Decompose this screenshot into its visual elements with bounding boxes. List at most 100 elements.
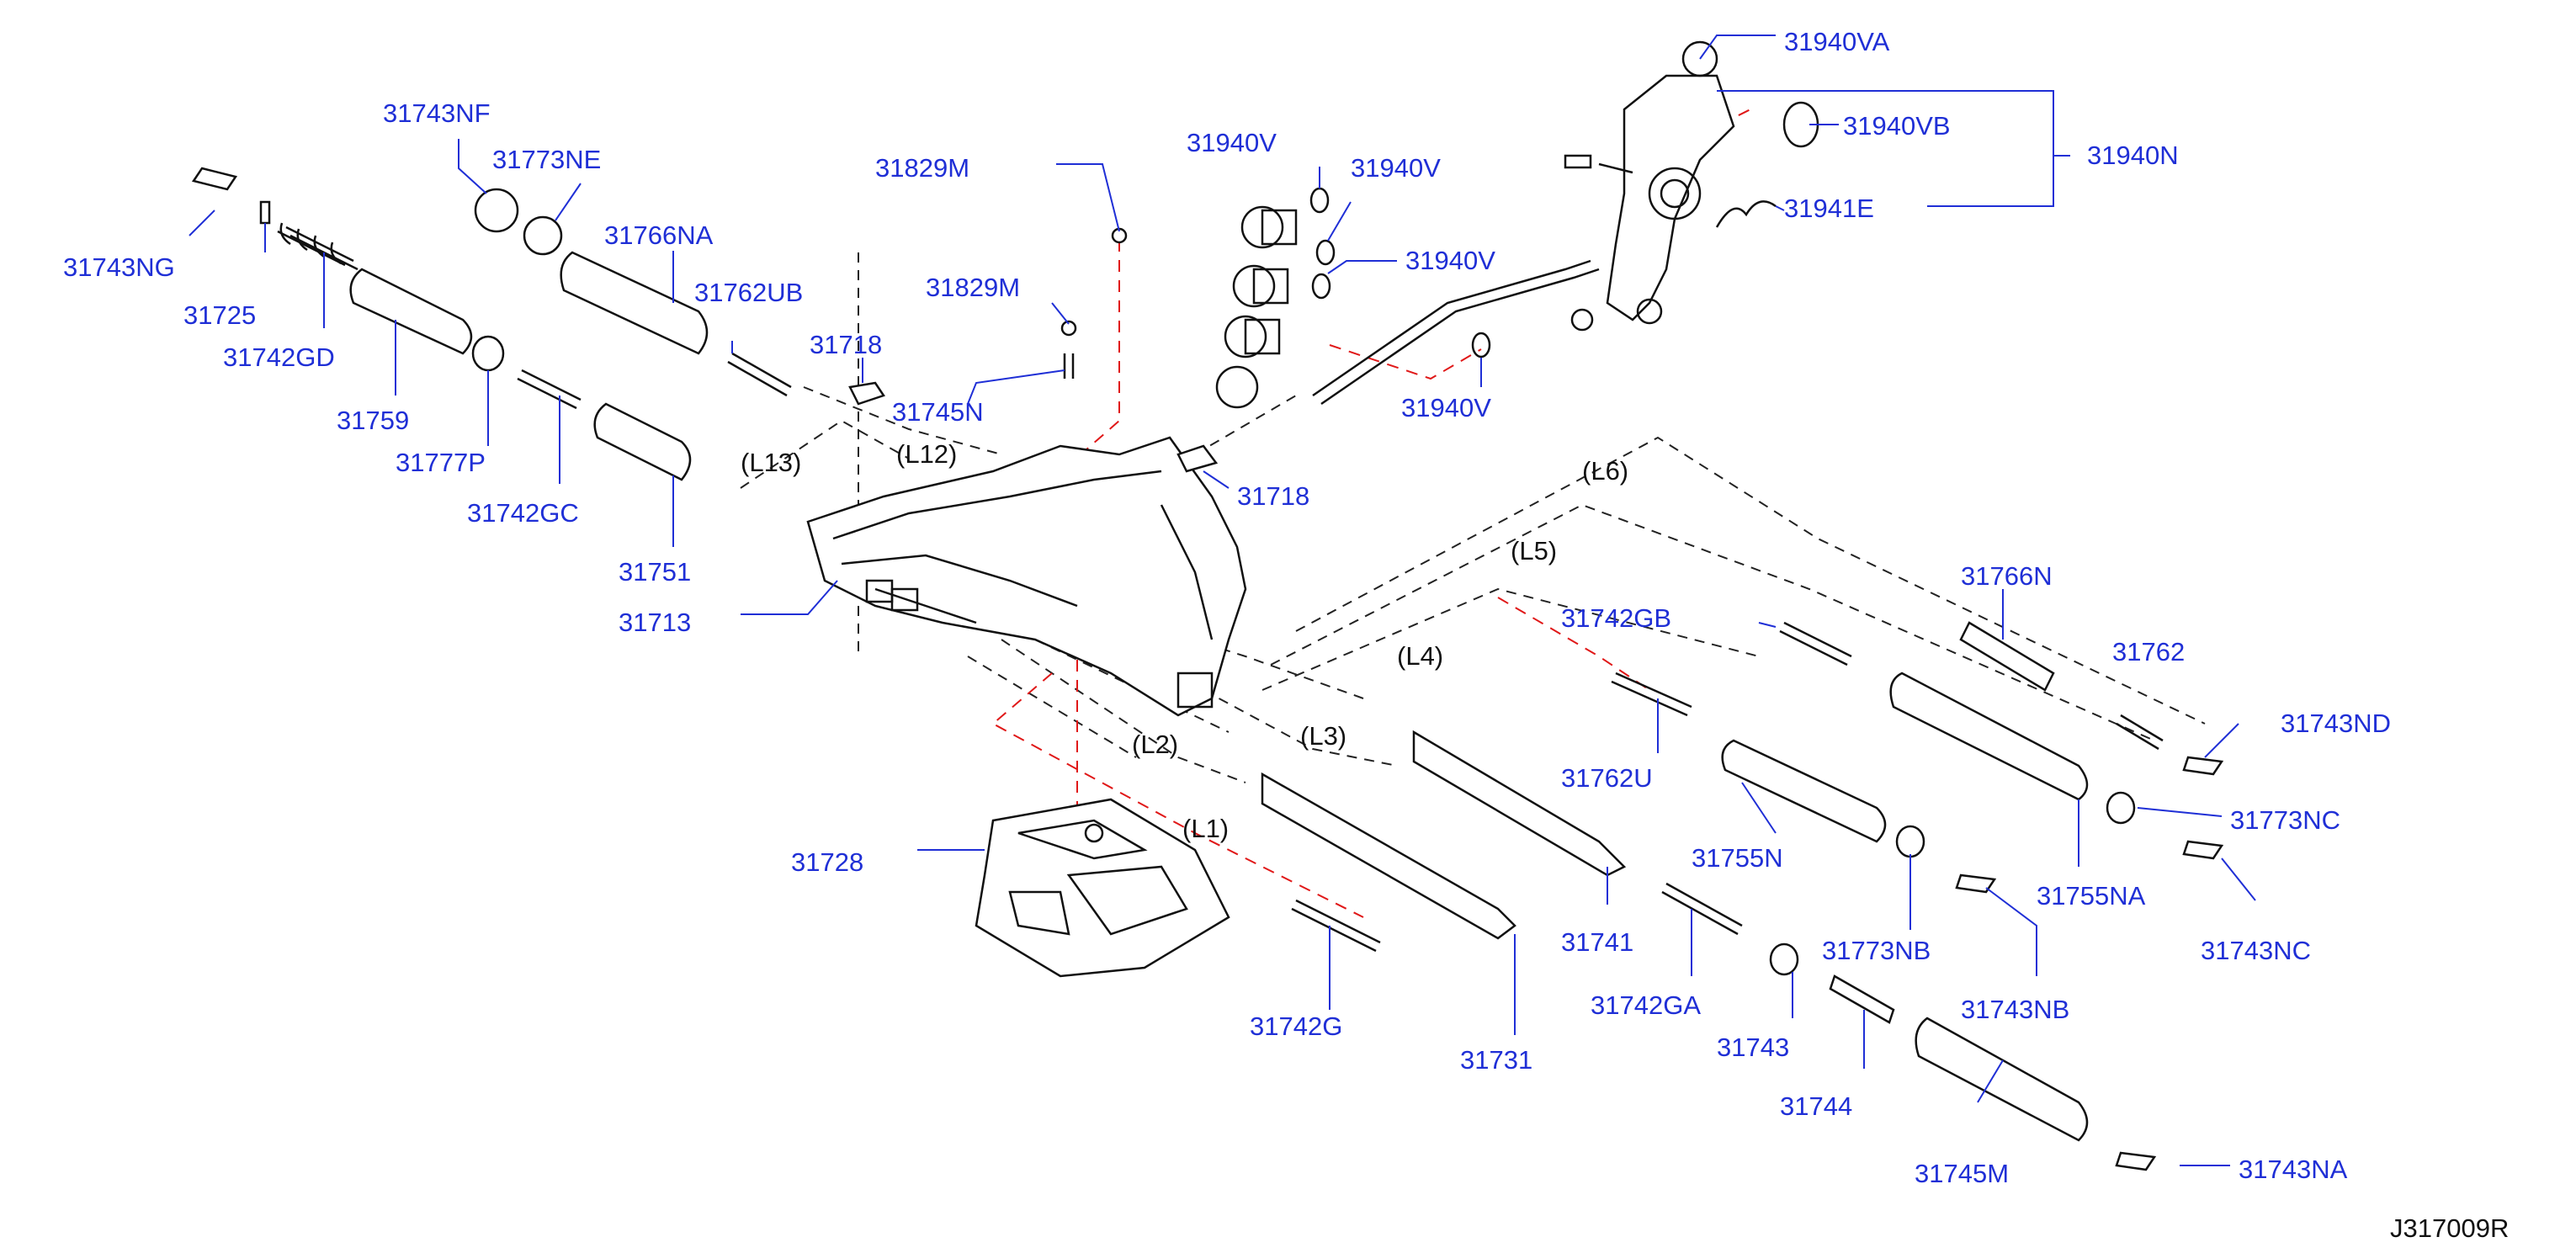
valve-31741 <box>1412 730 1627 877</box>
label-31743NF: 31743NF <box>383 98 491 128</box>
leader-lines <box>189 35 2256 1166</box>
label-31766N: 31766N <box>1961 561 2053 591</box>
label-31743NB: 31743NB <box>1961 995 2069 1024</box>
bore-label-L12: (L12) <box>896 439 957 469</box>
label-31940VA: 31940VA <box>1784 27 1890 56</box>
retainer-31743ND <box>2182 756 2224 776</box>
retainer-31743NG <box>191 167 238 191</box>
valve-body-31713 <box>806 436 1247 717</box>
retainer-31718-b <box>1176 444 1219 473</box>
label-31940N: 31940N <box>2087 141 2179 170</box>
label-31743: 31743 <box>1717 1033 1789 1062</box>
label-31741: 31741 <box>1561 927 1633 957</box>
label-31731: 31731 <box>1460 1045 1532 1075</box>
label-31743NC: 31743NC <box>2201 936 2311 965</box>
spring-31745N <box>1063 353 1075 379</box>
label-31759: 31759 <box>337 406 409 435</box>
clip-31941E <box>1715 200 1777 228</box>
bore-label-L3: (L3) <box>1300 721 1346 751</box>
label-31940V-d: 31940V <box>1401 393 1491 422</box>
pin-31744 <box>1829 974 1895 1024</box>
spring-31762U <box>1611 672 1692 717</box>
plug-31743NF <box>474 188 519 233</box>
label-31777P: 31777P <box>396 448 486 477</box>
label-31718-b: 31718 <box>1237 481 1309 511</box>
pin-31725 <box>259 200 271 225</box>
label-31940V-b: 31940V <box>1351 153 1441 183</box>
label-31742GC: 31742GC <box>467 498 579 528</box>
label-31829M-a: 31829M <box>875 153 969 183</box>
bore-label-L6: (L6) <box>1582 456 1628 486</box>
bore-label-L13: (L13) <box>741 448 801 477</box>
label-31745N: 31745N <box>892 397 984 427</box>
lower-right-parts <box>1261 621 2224 1171</box>
separator-plate-31728 <box>975 798 1230 978</box>
ball-31829M-b <box>1060 320 1077 337</box>
label-31744: 31744 <box>1780 1091 1852 1121</box>
label-31755NA: 31755NA <box>2037 881 2146 911</box>
label-31762: 31762 <box>2112 637 2185 666</box>
upper-left-parts <box>191 167 1219 481</box>
label-31773NC: 31773NC <box>2230 805 2340 835</box>
spring-31742GD <box>277 222 359 271</box>
label-31762U: 31762U <box>1561 763 1653 793</box>
label-31745M: 31745M <box>1915 1159 2009 1188</box>
valve-31755NA <box>1889 672 2089 801</box>
spring-31762UB <box>727 352 792 397</box>
label-31773NB: 31773NB <box>1822 936 1931 965</box>
bore-label-L4: (L4) <box>1397 641 1443 671</box>
label-31751: 31751 <box>619 557 691 587</box>
o-rings-31940V <box>1309 101 1819 358</box>
part-labels: 31940VA 31940VB 31940N 31941E 31940V 319… <box>63 27 2391 1188</box>
retainer-31718-a <box>848 381 885 406</box>
retainer-31743NC <box>2182 840 2224 860</box>
spring-31742G <box>1291 899 1381 953</box>
spring-31742GC <box>517 369 582 410</box>
plug-31773NB <box>1895 825 1925 858</box>
label-31773NE: 31773NE <box>492 145 601 174</box>
label-31713: 31713 <box>619 608 691 637</box>
label-31743NG: 31743NG <box>63 252 175 282</box>
plug-31773NC <box>2106 791 2136 825</box>
spring-31762 <box>2116 714 2164 751</box>
bore-label-L2: (L2) <box>1132 730 1178 759</box>
label-31718-a: 31718 <box>810 330 882 359</box>
diagram-id: J317009R <box>2390 1213 2509 1243</box>
label-31725: 31725 <box>183 300 256 330</box>
label-31742GD: 31742GD <box>223 342 335 372</box>
label-31743NA: 31743NA <box>2239 1155 2348 1184</box>
spring-31742GA <box>1661 882 1743 936</box>
solenoid-valves <box>1215 205 1298 409</box>
bore-label-L5: (L5) <box>1511 536 1557 565</box>
valve-31751 <box>593 402 692 481</box>
valve-31745M <box>1915 1017 2089 1142</box>
sleeve-31759 <box>349 268 473 355</box>
solenoid-assembly-31940N <box>1312 40 1735 406</box>
label-31742GA: 31742GA <box>1591 990 1701 1020</box>
label-31941E: 31941E <box>1784 194 1874 223</box>
bore-label-L1: (L1) <box>1182 814 1229 843</box>
retainer-31743NB <box>1955 873 1997 894</box>
label-31940V-c: 31940V <box>1405 246 1495 275</box>
label-31742GB: 31742GB <box>1561 603 1671 633</box>
bore-labels: (L1) (L2) (L3) (L4) (L5) (L6) (L12) (L13… <box>741 439 1628 843</box>
plug-31743 <box>1769 942 1799 976</box>
label-31728: 31728 <box>791 847 863 877</box>
label-31829M-b: 31829M <box>926 273 1020 302</box>
valve-31766NA <box>560 251 709 355</box>
plug-31773NE <box>523 215 563 256</box>
label-31762UB: 31762UB <box>694 278 803 307</box>
retainer-31743NA <box>2115 1151 2157 1171</box>
spring-31742GB <box>1779 621 1852 666</box>
label-31742G: 31742G <box>1250 1011 1342 1041</box>
label-31755N: 31755N <box>1692 843 1783 873</box>
valve-31766N <box>1959 621 2055 692</box>
label-31940V-a: 31940V <box>1187 128 1277 157</box>
valve-31731 <box>1261 772 1516 940</box>
label-31743ND: 31743ND <box>2281 709 2391 738</box>
plug-31777P <box>471 335 505 372</box>
label-31940VB: 31940VB <box>1843 111 1951 141</box>
valve-31755N <box>1721 739 1887 843</box>
